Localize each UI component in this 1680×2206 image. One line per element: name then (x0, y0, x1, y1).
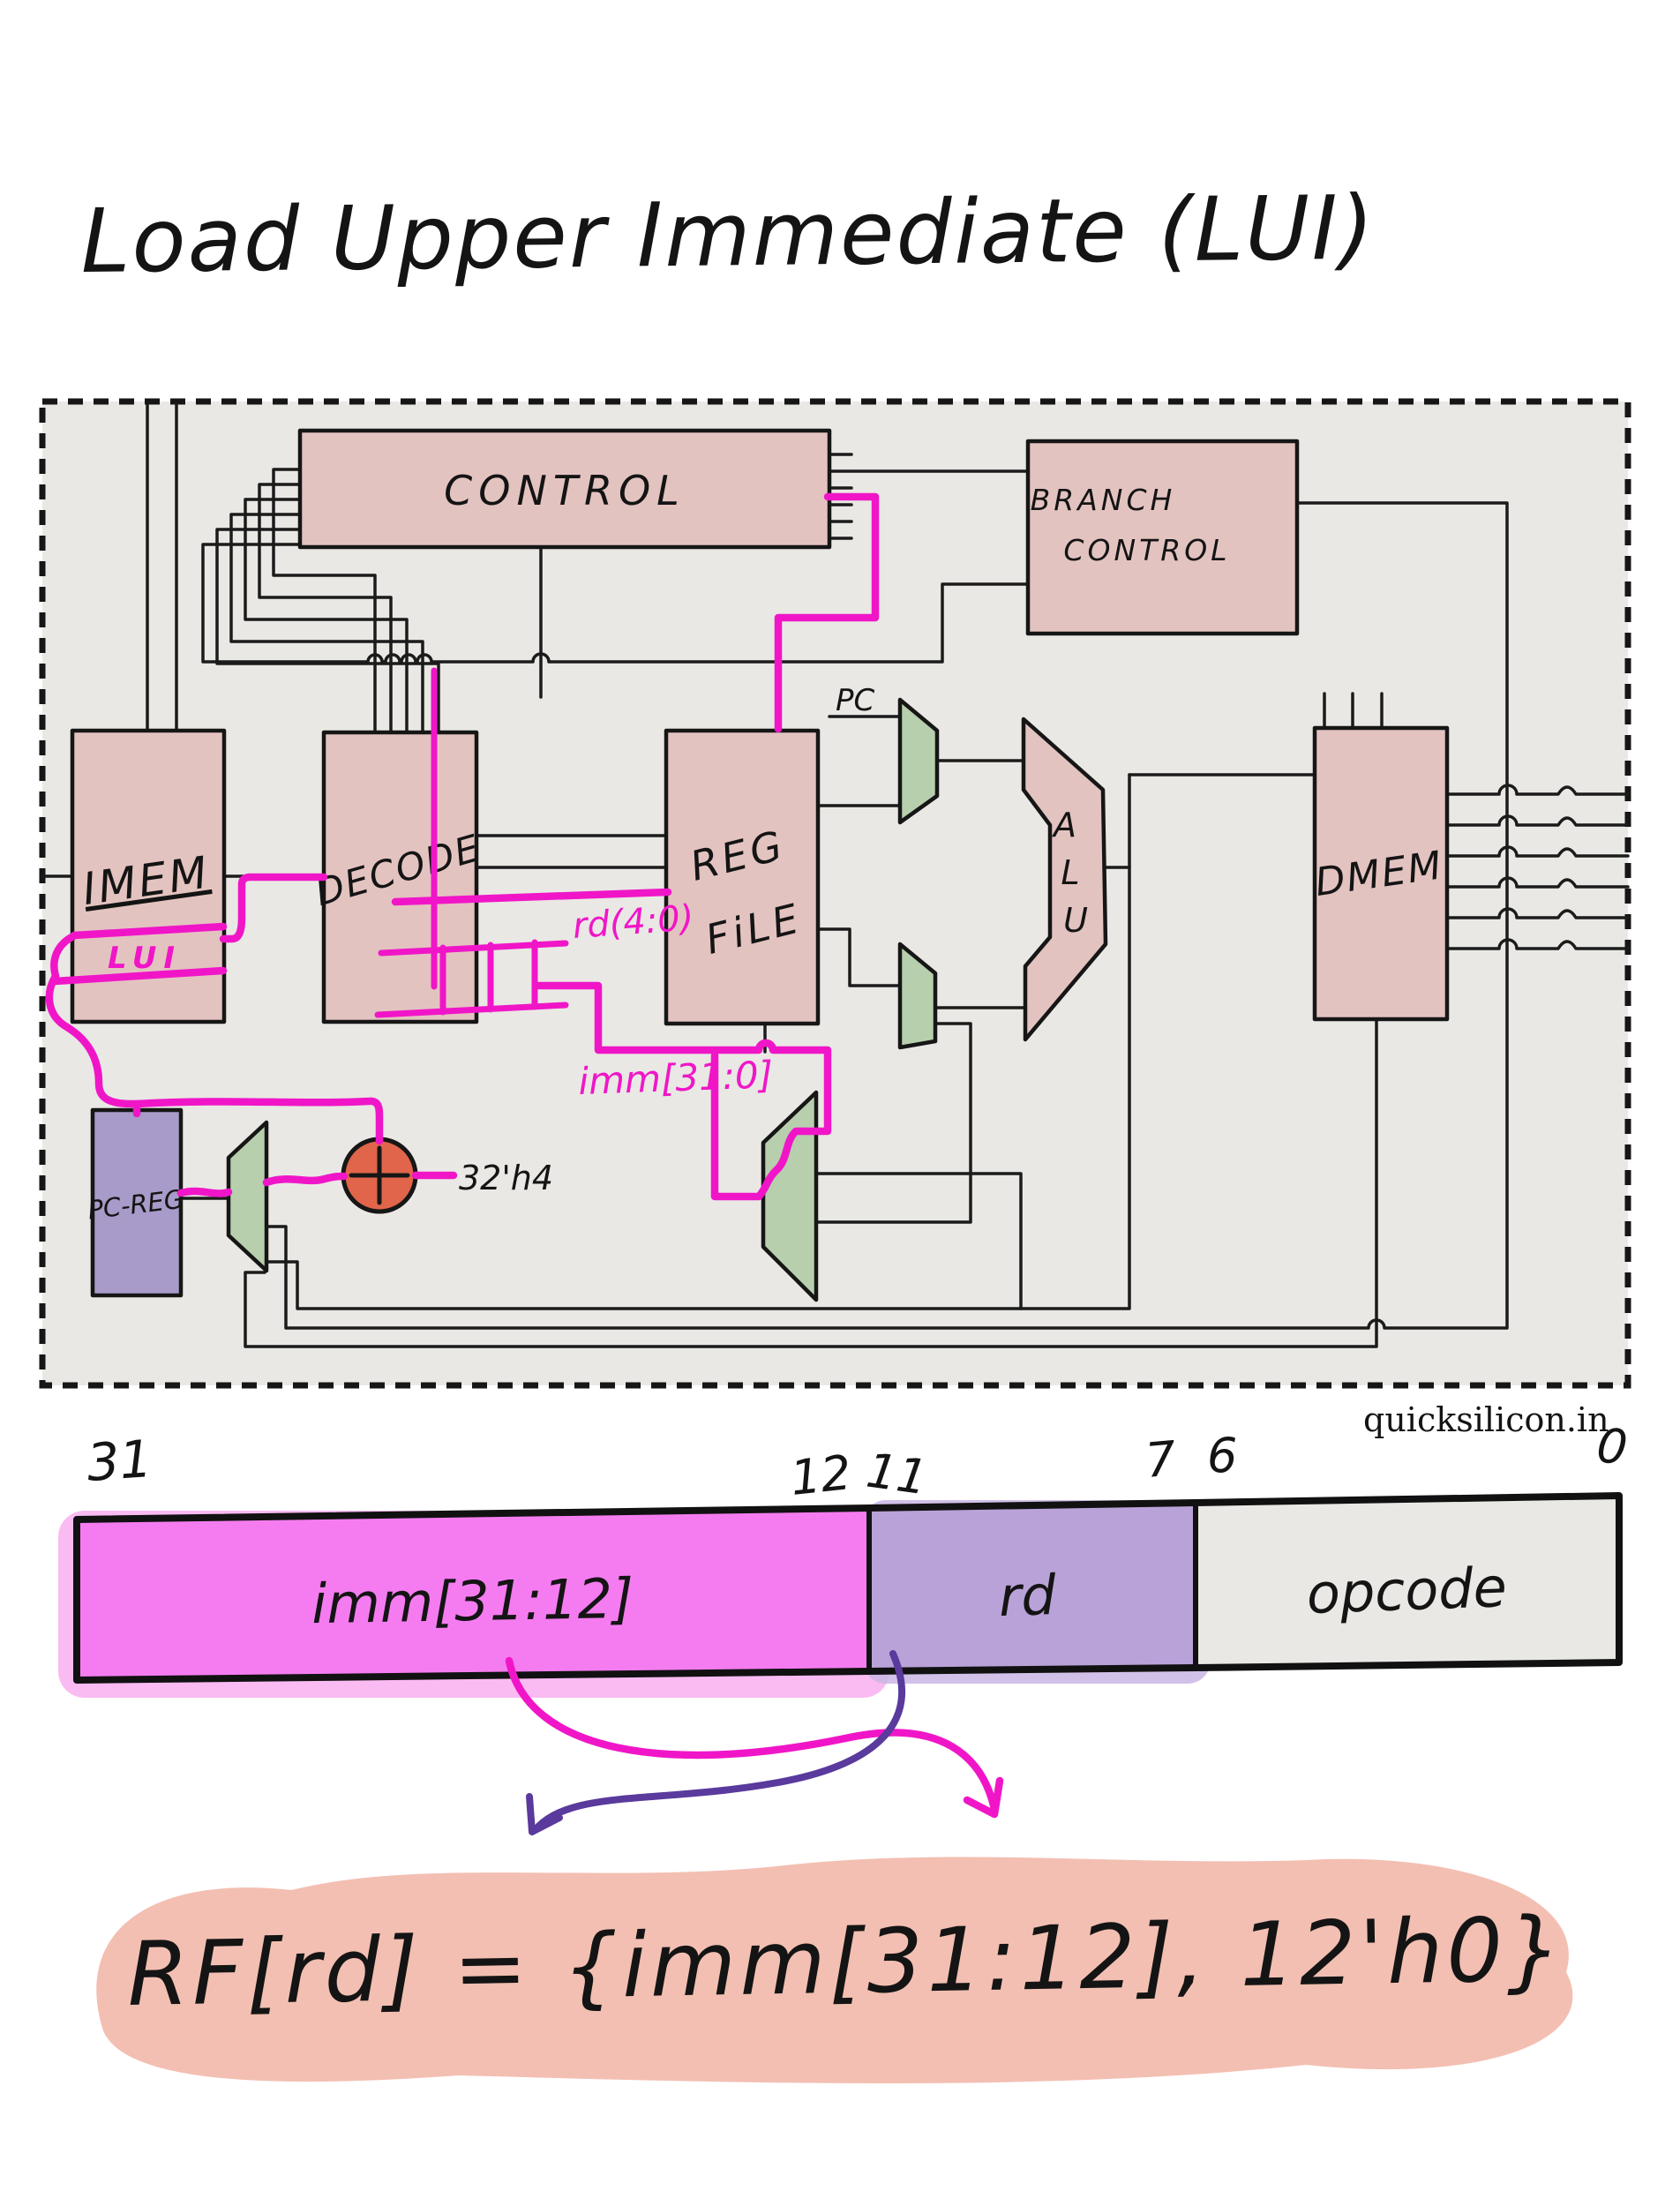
wire-dmem-out-5 (1445, 907, 1630, 919)
bit-label-6: 6 (1207, 1428, 1237, 1483)
branch-control-block (1025, 439, 1300, 636)
imm-field (77, 1508, 869, 1680)
imm-arrowhead-icon (963, 1776, 1004, 1819)
wire-dmem-out-1 (1445, 784, 1630, 796)
next-pc-mux (226, 1120, 269, 1273)
bit-label-0: 0 (1594, 1417, 1631, 1475)
imem-row-line-top (70, 922, 228, 940)
alu-letter-l: L (1061, 853, 1079, 892)
bit-label-12: 12 (788, 1444, 854, 1506)
wire-wbmux-out-1 (814, 1172, 1023, 1310)
dmem-block (1312, 725, 1450, 1022)
wire-control-right-ticks (828, 453, 853, 540)
rd-arrow (535, 1650, 905, 1830)
equation-text: RF[rd] = {imm[31:12], 12'h0} (126, 1898, 1566, 2026)
lui-flow-highlight: LUI rd(4:0) imm[31:0] (45, 492, 880, 1201)
datapath-diagram: CONTROL BRANCH CONTROL IMEM DECODE REG F… (39, 398, 1631, 1389)
encoding-outline (73, 1492, 1623, 1684)
wire-dmem-out-3 (1445, 845, 1630, 858)
decode-field-sketch (374, 667, 569, 1018)
wire-dmem-top-ticks (1323, 692, 1384, 730)
wire-control-out-1 (272, 468, 377, 734)
page-title: Load Upper Immediate (LUI) (80, 176, 1376, 293)
rd-arrowhead-icon (526, 1793, 563, 1835)
alu-letter-a: A (1051, 806, 1076, 844)
bit-label-11: 11 (863, 1442, 931, 1505)
wire-control-bus (201, 543, 1030, 664)
wire-control-out-3 (244, 498, 409, 734)
decode-block (321, 730, 479, 1024)
pc-step-label: 32'h4 (459, 1159, 553, 1197)
pcreg-block (90, 1107, 184, 1298)
imm-wire (534, 981, 832, 1201)
instruction-encoding: 31 12 11 7 6 0 imm[31:12] rd opcode (58, 1417, 1631, 1835)
imm-field-label: imm[31:12] (311, 1566, 634, 1636)
field-dividers (866, 1503, 1198, 1671)
pc-operand-mux (897, 697, 940, 825)
pc-hook-top (50, 931, 79, 980)
alu-shape (1021, 717, 1108, 1042)
imm-wire-label: imm[31:0] (578, 1053, 774, 1103)
wire-dmem-bottom-loop (244, 1017, 1378, 1348)
branch-control-label-1: BRANCH (1031, 483, 1176, 517)
pcreg-out-highlight (176, 1187, 233, 1197)
control-block (297, 428, 832, 550)
watermark: quicksilicon.in (1363, 1400, 1609, 1439)
wire-dmem-out-2 (1445, 814, 1630, 827)
lui-tag: LUI (108, 941, 182, 976)
pc-to-adder-wire (132, 1097, 384, 1145)
plus-icon (349, 1145, 410, 1205)
wire-dmem-out-4 (1445, 876, 1630, 889)
wire-dmem-out-6 (1445, 938, 1630, 950)
rd-field (869, 1503, 1196, 1671)
pc-highlight-wire (45, 972, 141, 1118)
imem-row-line-bottom (50, 966, 228, 986)
control-label: CONTROL (444, 467, 686, 514)
opcode-field-label: opcode (1306, 1555, 1508, 1626)
wire-control-out-4 (229, 513, 424, 734)
wire-wbmux-out-2 (814, 1022, 972, 1224)
pc-label: PC (836, 683, 875, 718)
alu-operand-mux (897, 942, 938, 1050)
wire-control-out-5 (215, 528, 440, 734)
regwrite-highlight-wire (774, 492, 880, 733)
bit-label-31: 31 (85, 1429, 154, 1493)
fetch-highlight-wire (219, 873, 328, 943)
mux-to-adder-highlight (262, 1172, 349, 1187)
regfile-block (664, 728, 821, 1026)
wire-regfile-out-2 (816, 927, 902, 987)
imm-arrow (505, 1656, 999, 1813)
writeback-mux (761, 1090, 819, 1302)
field-arrows (505, 1650, 1004, 1835)
rd-wire (391, 888, 672, 906)
bit-label-7: 7 (1144, 1430, 1179, 1489)
wire-alu-result-bus (265, 773, 1131, 1310)
opcode-field (1196, 1496, 1619, 1668)
alu-letter-u: U (1063, 901, 1088, 940)
rd-wire-label: rd(4:0) (571, 898, 694, 947)
branch-control-label-2: CONTROL (1063, 533, 1230, 567)
equation-section: RF[rd] = {imm[31:12], 12'h0} (96, 1857, 1573, 2083)
rd-field-label: rd (998, 1563, 1058, 1629)
equation-highlight-blob (96, 1857, 1573, 2083)
wire-group (41, 402, 1630, 1348)
